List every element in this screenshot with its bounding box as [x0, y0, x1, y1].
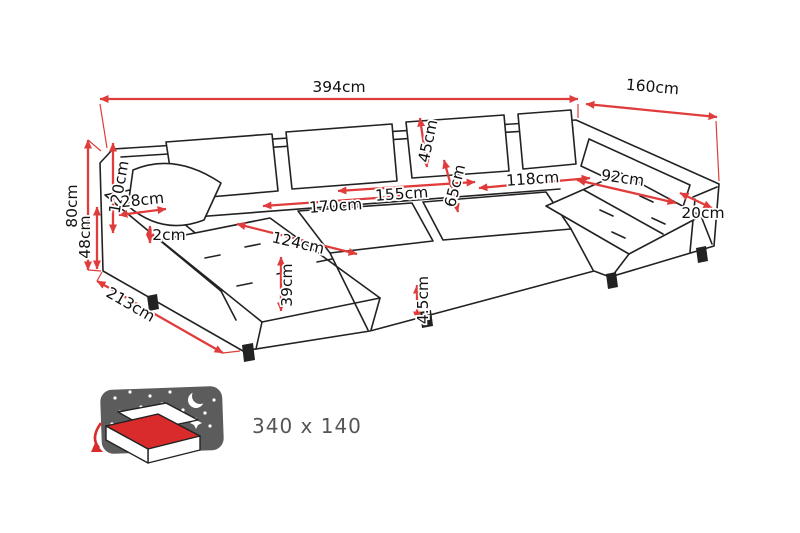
sofa-leg: [606, 272, 618, 289]
back-cushion-2: [285, 123, 398, 190]
dim-label-160: 160cm: [625, 76, 680, 99]
dim-label-118: 118cm: [505, 168, 559, 190]
sleeper-function-icon: [91, 386, 224, 464]
middle-front-edge-right: [570, 228, 594, 271]
dim-label-2: 2cm: [152, 226, 185, 244]
dim-label-39: 39cm: [278, 263, 296, 306]
moon-cut: [192, 388, 208, 404]
right-chaise-front-edge-1: [700, 215, 713, 245]
dim-label-20: 20cm: [681, 204, 724, 222]
dimension-lines: [84, 95, 720, 354]
right-chaise-front-edge-2: [612, 253, 630, 276]
dim-line-28: [118, 206, 167, 218]
middle-front-edge-left: [329, 252, 369, 331]
dim-line-213: [96, 280, 224, 354]
dim-label-4-5: 4.5cm: [414, 276, 432, 324]
sofa-leg: [242, 343, 255, 362]
back-cushion-3: [405, 114, 510, 179]
dim-label-80: 80cm: [63, 184, 81, 227]
left-chaise-front-edge-2: [370, 297, 381, 331]
dim-line-20: [679, 191, 713, 210]
dim-line-45: [417, 117, 430, 168]
dim-line-160: [585, 100, 718, 121]
sleeping-size-label: 340 x 140: [252, 414, 362, 438]
dim-label-48: 48cm: [76, 215, 94, 258]
sofa-leg: [696, 246, 708, 263]
dim-line-170: [262, 192, 406, 210]
star-icon: [190, 417, 202, 429]
back-cushion-4: [517, 109, 577, 170]
sofa-leg: [420, 310, 433, 328]
bed-base-side: [105, 425, 149, 464]
dim-label-170: 170cm: [308, 195, 362, 217]
sofa-drawing: [99, 109, 720, 362]
unfold-arrowhead: [91, 443, 103, 452]
extension-lines: [87, 103, 720, 354]
left-arm-front-edge: [220, 290, 237, 321]
dim-line-92: [576, 178, 677, 205]
dim-label-394: 394cm: [312, 78, 365, 96]
dim-line-124: [236, 222, 358, 256]
dim-line-118: [478, 174, 591, 192]
dim-label-155: 155cm: [374, 183, 428, 205]
dim-line-65: [442, 159, 460, 213]
left-chaise-front-edge-1: [255, 321, 263, 350]
